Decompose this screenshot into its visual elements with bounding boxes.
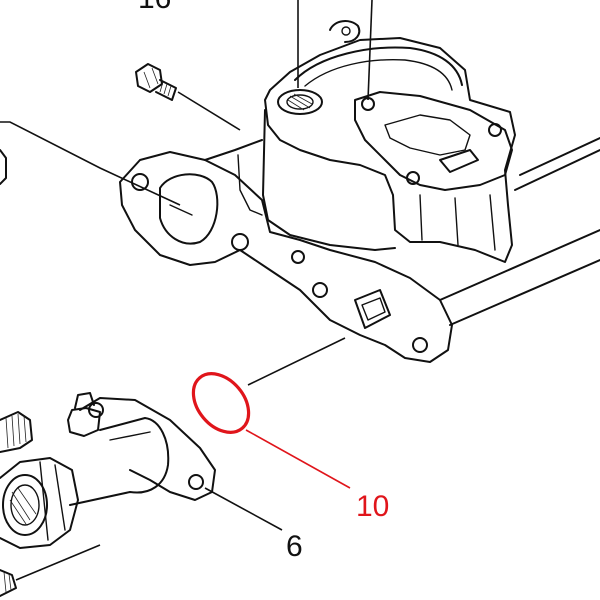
partial-edge-component	[0, 149, 7, 185]
callout-16: 16	[138, 0, 171, 15]
callout-10: 10	[356, 490, 389, 523]
bolt-16	[135, 63, 241, 131]
inlet-fitting-6	[0, 392, 283, 597]
bypass-pipe	[439, 137, 600, 326]
callout-6: 6	[286, 530, 303, 563]
thermostat-housing	[119, 20, 516, 363]
o-ring-10	[191, 337, 351, 489]
top-leaders	[0, 0, 373, 206]
